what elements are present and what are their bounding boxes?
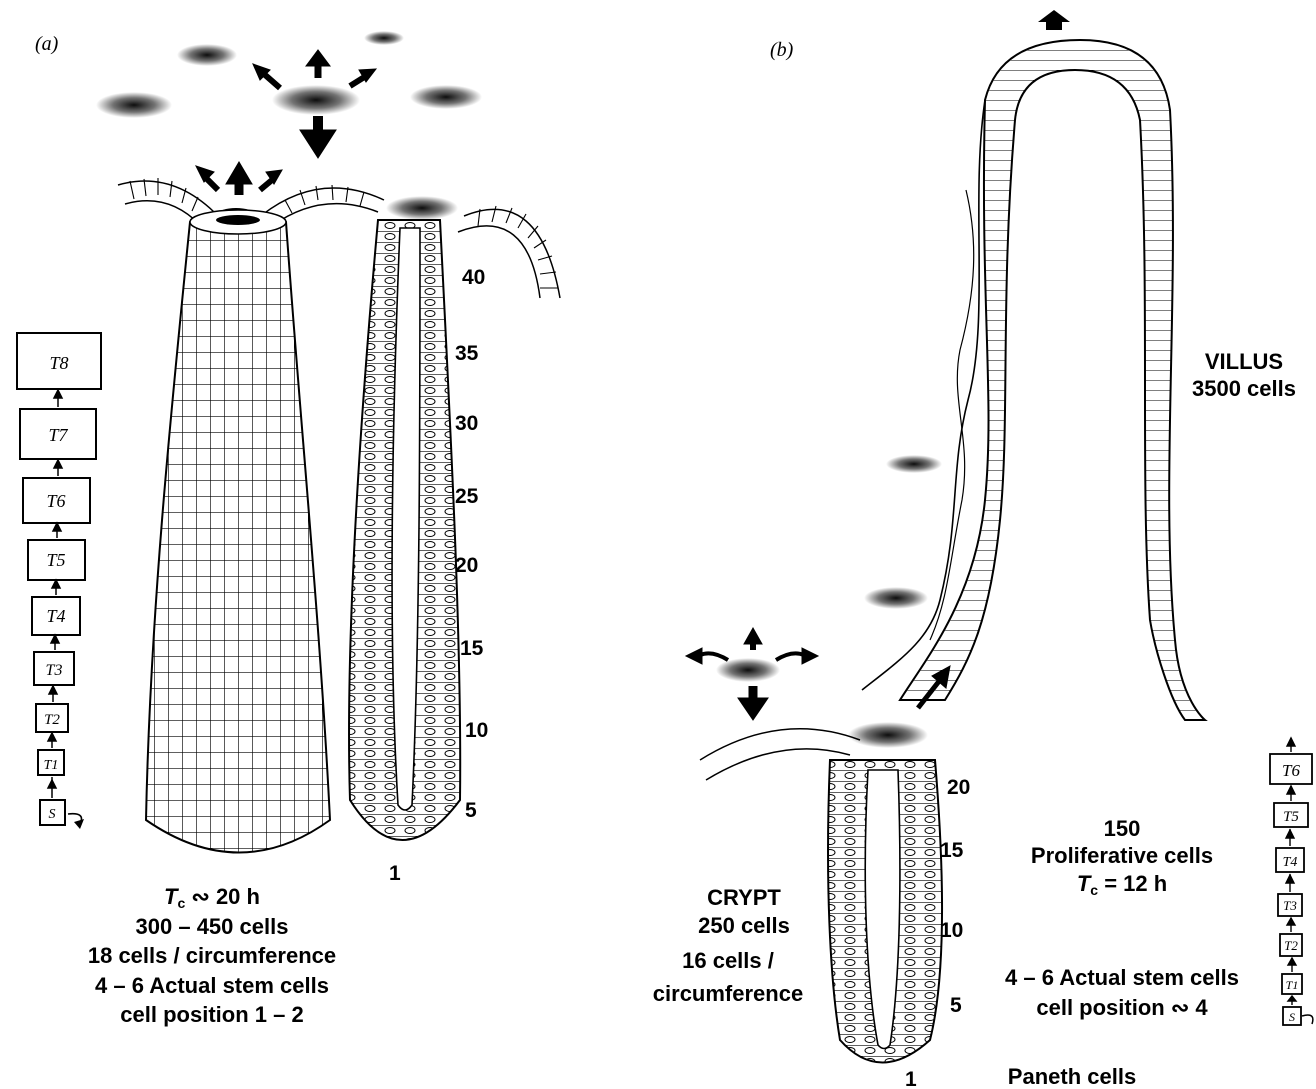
hierarchy-label: T3	[46, 662, 63, 679]
proliferative-label: Proliferative cells	[1031, 843, 1213, 868]
stem-cells-b: 4 – 6 Actual stem cells	[1005, 965, 1239, 990]
hierarchy-label: S	[49, 807, 56, 822]
hierarchy-label: T2	[44, 712, 60, 728]
hierarchy-label: T2	[1284, 938, 1298, 953]
position-number: 30	[455, 412, 478, 435]
stem-position-b: cell position ∾ 4	[1036, 995, 1208, 1020]
proliferative-count: 150	[1104, 816, 1141, 841]
svg-text:18 cells / circumference: 18 cells / circumference	[88, 943, 336, 968]
position-number: 40	[462, 266, 485, 289]
crypt-title: CRYPT	[707, 885, 781, 910]
migration-arrow-icon	[1038, 10, 1070, 30]
self-renewal-arrow-icon	[1302, 1015, 1313, 1024]
cell-hierarchy-a	[17, 333, 101, 825]
position-number: 10	[465, 719, 488, 742]
villus-title: VILLUS	[1205, 349, 1283, 374]
position-number: 25	[455, 485, 479, 508]
position-number: 35	[455, 342, 479, 365]
hierarchy-label: T1	[44, 758, 59, 773]
hierarchy-label: T6	[1282, 761, 1300, 780]
circumference-line2: circumference	[653, 981, 803, 1006]
hierarchy-label: T1	[1286, 978, 1299, 992]
position-number: 5	[465, 799, 477, 822]
position-number: 15	[940, 839, 964, 862]
position-number: 1	[389, 862, 401, 885]
svg-text:cell position 1 – 2: cell position 1 – 2	[120, 1002, 303, 1027]
hierarchy-label: T4	[46, 606, 65, 626]
position-number: 20	[455, 554, 478, 577]
crypt-3d-tube	[146, 214, 330, 853]
migration-arrow-icon	[196, 50, 376, 195]
villus	[862, 40, 1205, 720]
panel-b-label: (b)	[770, 39, 794, 61]
hierarchy-label: T4	[1283, 855, 1298, 870]
hierarchy-label: T5	[1283, 809, 1299, 825]
position-number: 20	[947, 776, 970, 799]
cycle-time-b: Tc = 12 h	[1077, 871, 1167, 898]
hierarchy-label: T5	[46, 550, 65, 570]
hierarchy-label: T8	[49, 353, 68, 373]
hierarchy-label: T7	[48, 425, 68, 445]
hierarchy-label: S	[1289, 1010, 1295, 1024]
crypt-section-b	[828, 760, 942, 1063]
position-number: 1	[905, 1068, 917, 1089]
hierarchy-label: T3	[1283, 898, 1297, 913]
villus-cells: 3500 cells	[1192, 376, 1296, 401]
hierarchy-label: T6	[46, 491, 65, 511]
position-number: 10	[940, 919, 963, 942]
panel-a-label: (a)	[35, 33, 59, 55]
cytokine-cloud-icon	[96, 31, 482, 220]
position-number: 5	[950, 994, 962, 1017]
crypt-cells: 250 cells	[698, 913, 790, 938]
svg-text:300 – 450 cells: 300 – 450 cells	[136, 914, 289, 939]
paneth-label: Paneth cells	[1008, 1064, 1136, 1089]
svg-text:Tc ∾ 20 h: Tc ∾ 20 h	[164, 884, 260, 911]
circumference-line1: 16 cells /	[682, 948, 774, 973]
svg-text:4 – 6 Actual stem cells: 4 – 6 Actual stem cells	[95, 973, 329, 998]
crypt-section-a	[349, 220, 460, 840]
position-number: 15	[460, 637, 484, 660]
caption-a: Tc ∾ 20 h 300 – 450 cells 18 cells / cir…	[88, 884, 336, 1027]
